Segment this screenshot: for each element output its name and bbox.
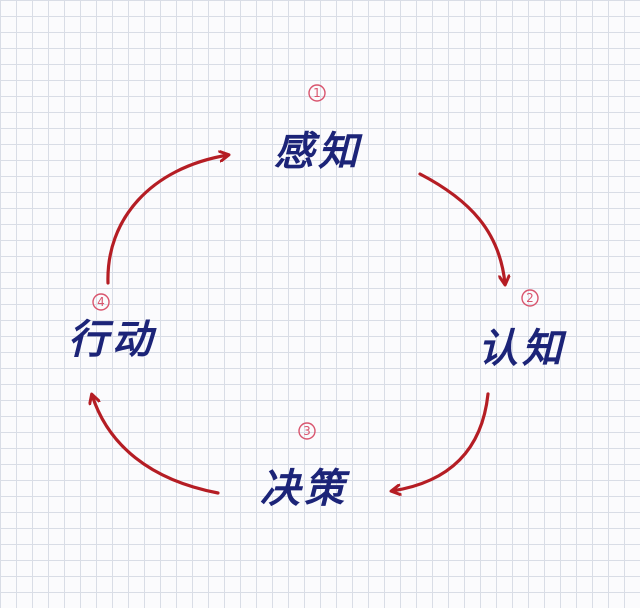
- svg-text:3: 3: [303, 424, 311, 438]
- arrow-perception-to-cognition: [418, 172, 505, 284]
- node-label-cognition: 认知: [478, 325, 567, 372]
- svg-text:1: 1: [313, 86, 321, 100]
- arrow-action-to-perception: [106, 155, 228, 285]
- node-label-decision: 决策: [260, 465, 351, 512]
- step-badge-2: 2: [521, 289, 539, 307]
- arrow-decision-to-action: [92, 395, 220, 495]
- node-label-perception: 感知: [274, 128, 363, 175]
- step-badge-1: 1: [308, 84, 326, 102]
- step-badge-4: 4: [92, 293, 110, 311]
- step-badge-3: 3: [298, 422, 316, 440]
- node-label-action: 行动: [68, 316, 157, 363]
- arrow-cognition-to-decision: [392, 392, 490, 491]
- svg-text:4: 4: [97, 295, 105, 309]
- svg-text:2: 2: [526, 291, 534, 305]
